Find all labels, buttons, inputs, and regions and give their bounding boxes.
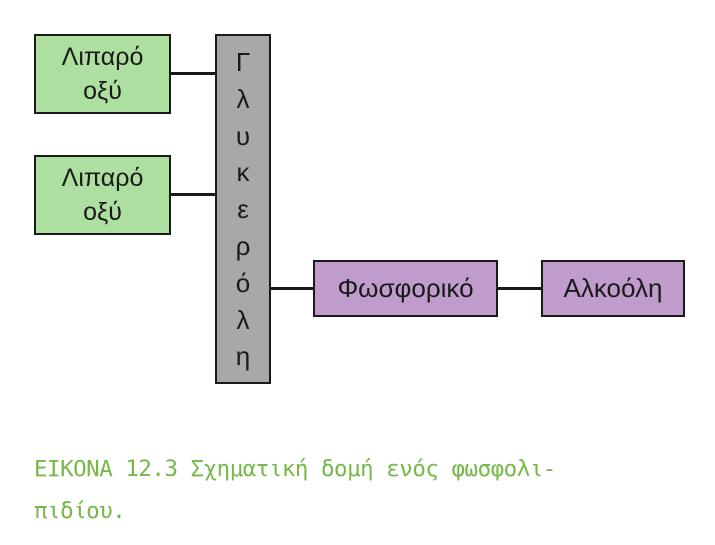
glycerol-letter: λ <box>236 83 250 114</box>
alcohol-box: Αλκοόλη <box>541 260 685 317</box>
connector-phosphate-alcohol <box>498 287 541 290</box>
glycerol-letter: ε <box>237 194 249 225</box>
fatty-acid-box-2: Λιπαρό οξύ <box>34 155 171 235</box>
connector-fatty-acid-1 <box>171 72 215 75</box>
glycerol-letter: ρ <box>235 230 251 261</box>
fatty-acid-box-1: Λιπαρό οξύ <box>34 34 171 114</box>
glycerol-letter: υ <box>235 120 251 151</box>
glycerol-letter: Γ <box>235 47 251 77</box>
figure-caption: ΕΙΚΟΝΑ 12.3 Σχηματική δομή ενός φωσφολι-… <box>34 456 556 524</box>
glycerol-letter: η <box>235 341 251 372</box>
connector-fatty-acid-2 <box>171 193 215 196</box>
glycerol-letter: ό <box>235 267 251 298</box>
connector-glycerol-phosphate <box>271 287 313 290</box>
phosphate-box: Φωσφορικό <box>313 260 498 317</box>
glycerol-letter: λ <box>236 304 250 335</box>
glycerol-letter: κ <box>236 157 250 188</box>
